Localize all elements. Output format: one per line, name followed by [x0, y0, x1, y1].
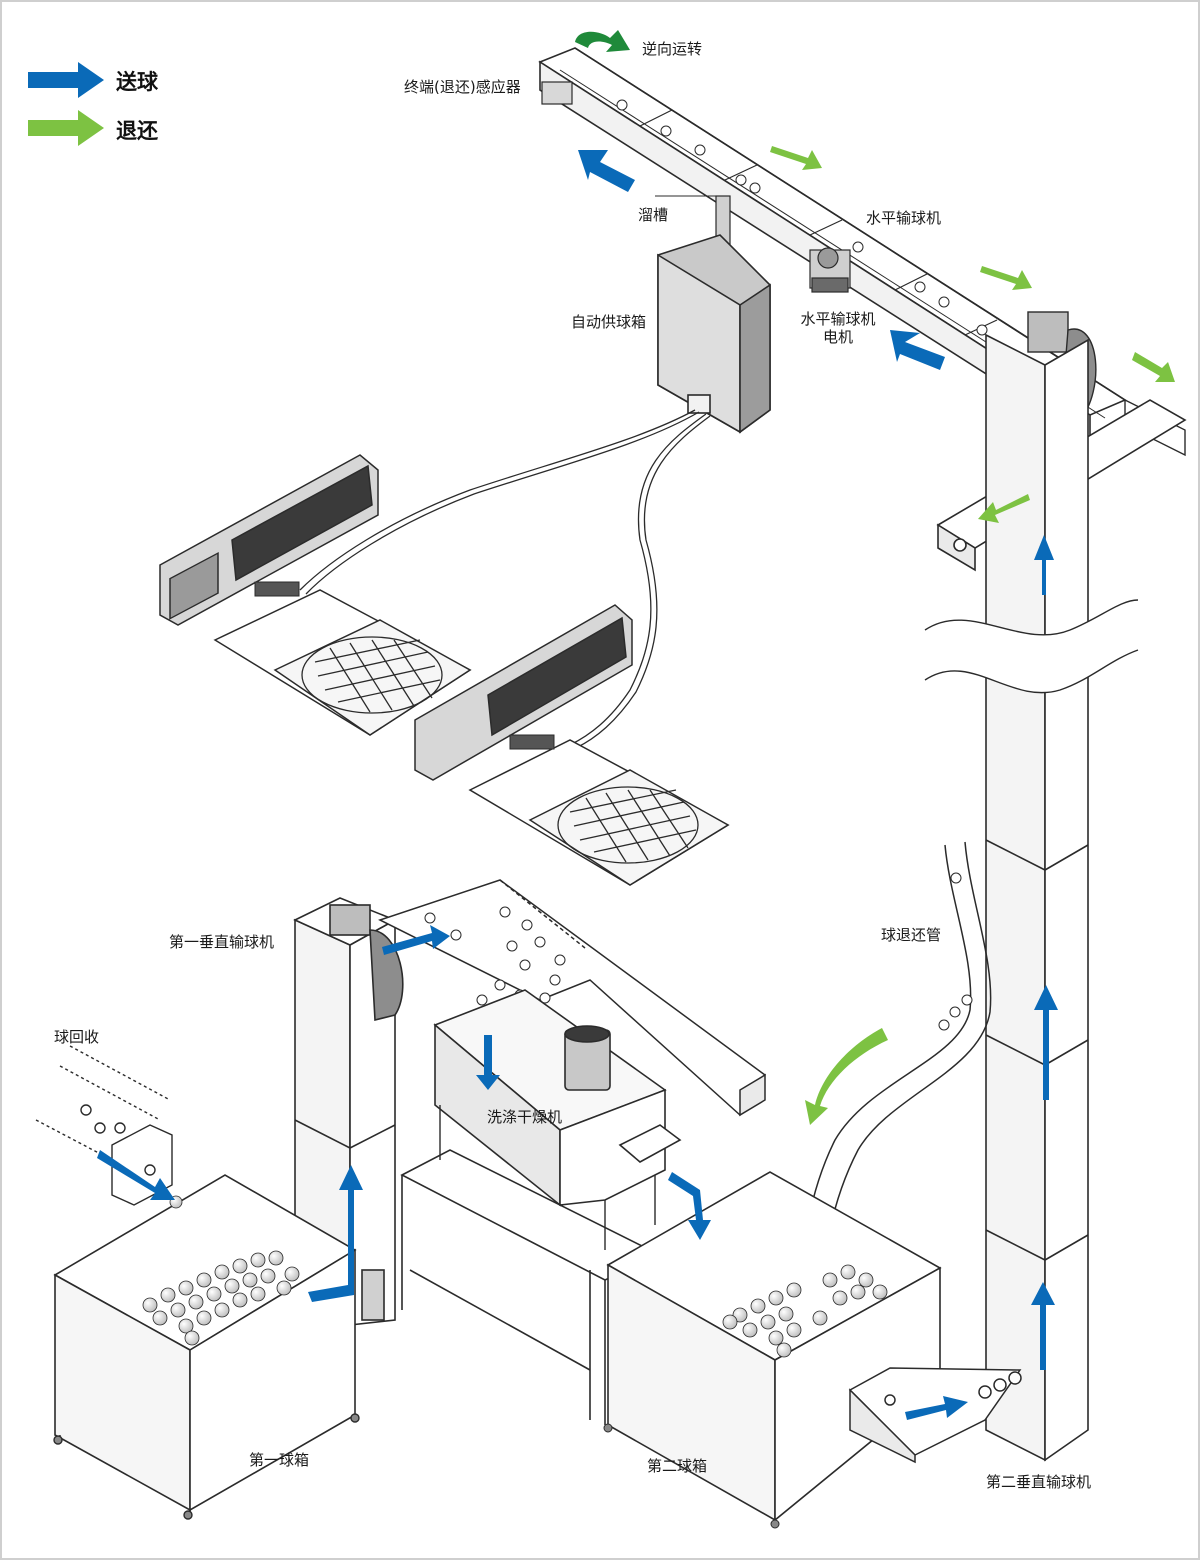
- label-horizontal-conveyor: 水平输球机: [866, 209, 942, 227]
- first-vertical-tower: [293, 897, 404, 1327]
- horizontal-motor-icon: [809, 247, 851, 293]
- tee-grid-2: [557, 786, 699, 864]
- legend-return-arrow: [28, 110, 104, 146]
- supply-tubes: [299, 409, 711, 749]
- washer-stand: [439, 1105, 656, 1250]
- conveyor-balls: [616, 99, 988, 336]
- return-arrows: [575, 30, 1175, 1125]
- tee-station-1: [159, 454, 472, 736]
- label-horizontal-motor-line1: 水平输球机: [800, 310, 876, 328]
- label-second-vertical: 第二垂直输球机: [986, 1473, 1092, 1491]
- first-box-legs: [53, 1413, 360, 1520]
- second-box-legs: [603, 1423, 780, 1529]
- label-end-sensor: 终端(退还)感应器: [404, 78, 521, 96]
- ball-recovery-inlet: [35, 1045, 173, 1206]
- label-ball-return-pipe: 球退还管: [881, 926, 942, 944]
- legend-return-label: 退还: [116, 119, 158, 143]
- label-auto-supply-box: 自动供球箱: [571, 313, 647, 331]
- label-horizontal-motor-line2: 电机: [822, 328, 853, 346]
- tee-sensor-1: [254, 581, 300, 597]
- tee-grid-1: [301, 636, 443, 714]
- label-chute: 溜槽: [638, 206, 669, 224]
- label-first-ball-box: 第一球箱: [249, 1451, 310, 1469]
- label-reverse: 逆向运转: [642, 40, 703, 58]
- legend-send-arrow: [28, 62, 104, 98]
- first-box-balls: [142, 1195, 300, 1346]
- label-washer-dryer: 洗涤干燥机: [487, 1108, 563, 1126]
- first-ball-box: [53, 1174, 357, 1515]
- end-sensor-icon: [541, 81, 573, 105]
- label-first-vertical: 第一垂直输球机: [169, 933, 275, 951]
- second-vertical-tower: [985, 333, 1089, 1462]
- feed-chute-balls: [424, 906, 566, 1006]
- send-arrows: [97, 150, 1058, 1420]
- auto-supply-box: [657, 234, 771, 434]
- tower-break-symbol: [924, 599, 1139, 694]
- label-second-ball-box: 第二球箱: [647, 1457, 708, 1475]
- tee-station-2: [414, 604, 730, 886]
- label-ball-recovery: 球回收: [54, 1028, 100, 1046]
- washer-dryer: [433, 989, 682, 1207]
- second-box-balls: [722, 1264, 888, 1358]
- stand-table: [400, 1149, 662, 1425]
- label-horizontal-motor: 水平输球机 电机: [795, 310, 881, 346]
- legend-send-label: 送球: [116, 70, 158, 94]
- tee-sensor-2: [509, 734, 555, 750]
